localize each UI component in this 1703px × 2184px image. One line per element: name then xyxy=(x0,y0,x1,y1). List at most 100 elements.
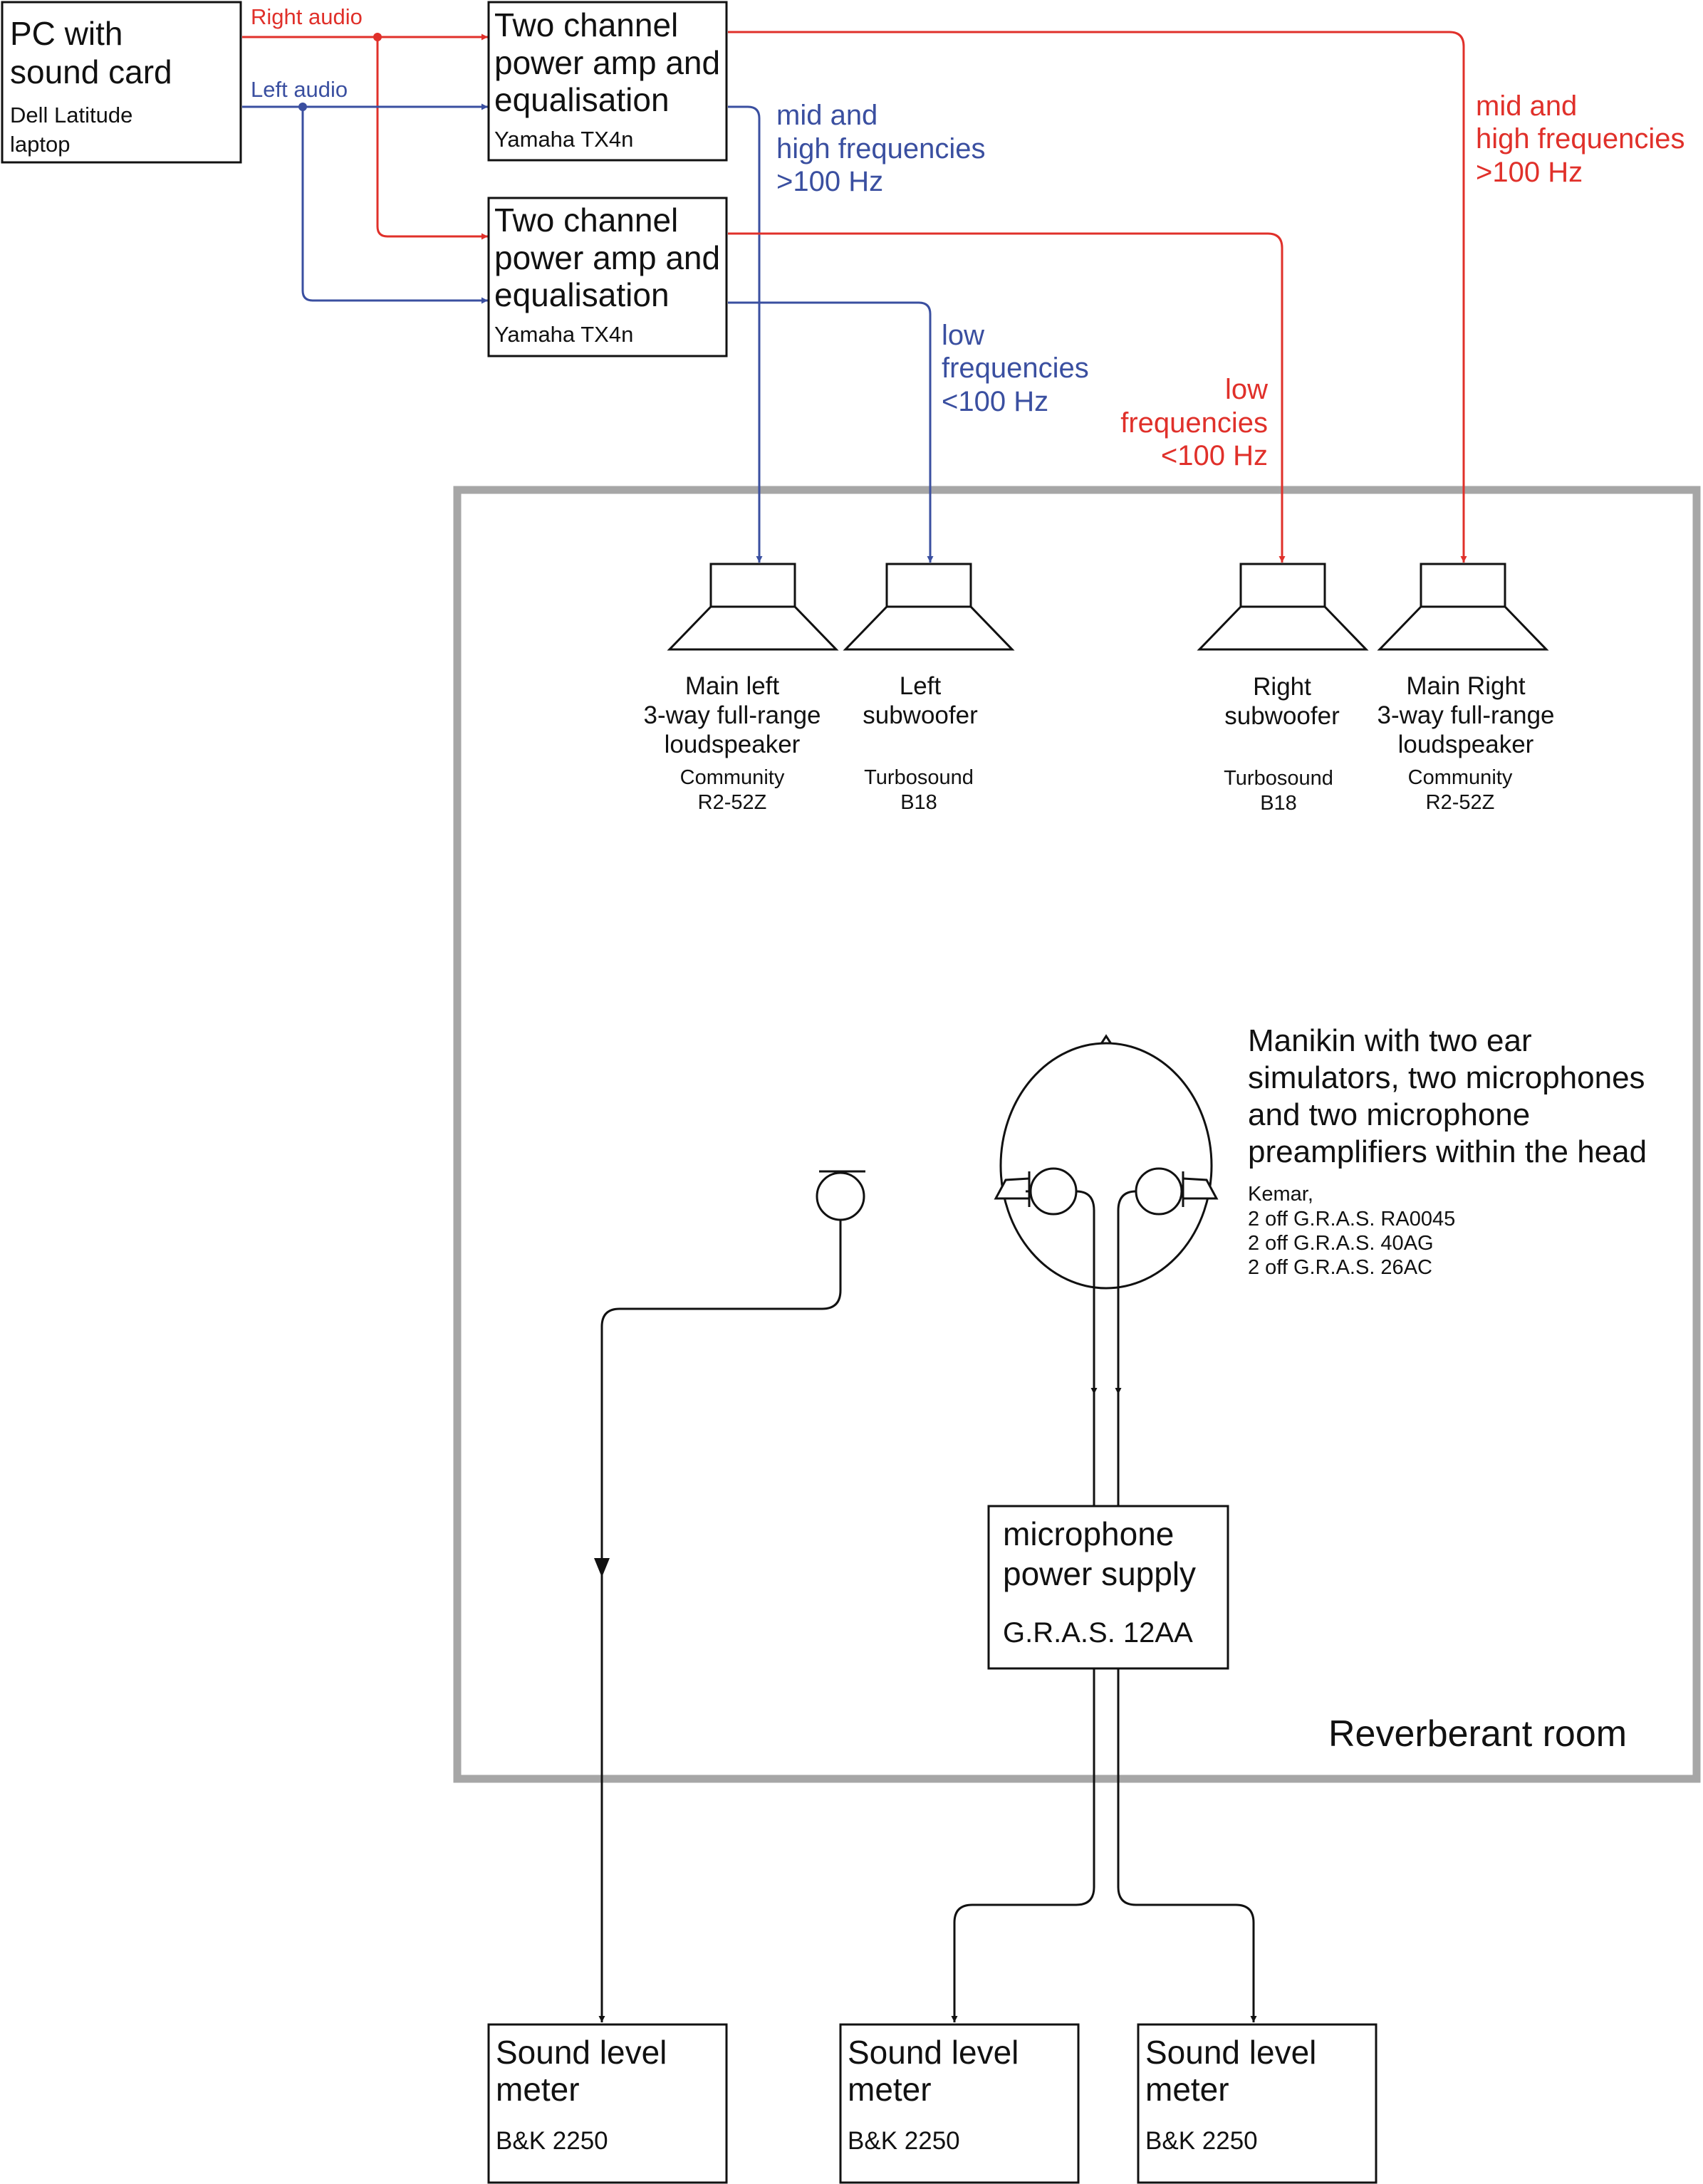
svg-text:high frequencies: high frequencies xyxy=(1476,123,1685,155)
manikin-head-icon xyxy=(994,1034,1219,1290)
blue-mid-high-label: mid and high frequencies >100 Hz xyxy=(776,100,986,197)
blue-low-label: low frequencies <100 Hz xyxy=(942,320,1089,417)
svg-text:B&K 2250: B&K 2250 xyxy=(848,2127,960,2155)
svg-text:power amp and: power amp and xyxy=(494,239,720,276)
svg-text:Sound level: Sound level xyxy=(496,2034,667,2071)
svg-text:and two microphone: and two microphone xyxy=(1248,1097,1530,1132)
svg-text:equalisation: equalisation xyxy=(494,276,670,313)
svg-text:2 off G.R.A.S. RA0045: 2 off G.R.A.S. RA0045 xyxy=(1248,1208,1455,1231)
wire-left-ear-mic-to-supply xyxy=(1076,1190,1098,1394)
svg-text:<100 Hz: <100 Hz xyxy=(1161,440,1268,471)
arrow-reference-mic-wire xyxy=(594,1558,610,1577)
sound-level-meter-2: Sound level meter B&K 2250 xyxy=(839,2023,1080,2184)
wire-amp1-to-main-right xyxy=(728,31,1467,563)
svg-text:Yamaha TX4n: Yamaha TX4n xyxy=(494,322,633,347)
svg-text:Main Right: Main Right xyxy=(1406,672,1526,700)
svg-text:Yamaha TX4n: Yamaha TX4n xyxy=(494,127,633,152)
loudspeaker-icon xyxy=(1377,563,1549,651)
svg-text:B18: B18 xyxy=(900,791,937,814)
amp1-box: Two channel power amp and equalisation Y… xyxy=(487,1,728,162)
amp2-box: Two channel power amp and equalisation Y… xyxy=(487,197,728,357)
svg-text:sound card: sound card xyxy=(10,53,172,90)
svg-text:low: low xyxy=(942,320,984,351)
svg-text:meter: meter xyxy=(496,2071,580,2108)
left-audio-label: Left audio xyxy=(251,77,348,102)
wire-amp2-to-left-subwoofer xyxy=(728,301,934,563)
svg-text:meter: meter xyxy=(848,2071,932,2108)
wire-right-ear-mic-to-supply xyxy=(1115,1190,1137,1394)
svg-text:Two channel: Two channel xyxy=(494,6,678,43)
svg-text:Main left: Main left xyxy=(685,672,780,700)
svg-text:B&K 2250: B&K 2250 xyxy=(496,2127,608,2155)
pc-box: PC with sound card Dell Latitude laptop xyxy=(1,1,242,164)
svg-text:low: low xyxy=(1225,374,1268,405)
svg-text:R2-52Z: R2-52Z xyxy=(698,791,767,814)
speaker-main-right: Main Right 3-way full-range loudspeaker … xyxy=(1377,563,1555,814)
svg-text:high frequencies: high frequencies xyxy=(776,133,986,164)
svg-text:power amp and: power amp and xyxy=(494,44,720,81)
svg-text:laptop: laptop xyxy=(10,132,70,157)
svg-text:Two channel: Two channel xyxy=(494,202,678,239)
svg-text:equalisation: equalisation xyxy=(494,81,670,118)
svg-text:mid and: mid and xyxy=(776,100,877,131)
svg-text:PC with: PC with xyxy=(10,15,123,52)
mic-power-supply-box: microphone power supply G.R.A.S. 12AA xyxy=(987,1505,1229,1670)
svg-text:subwoofer: subwoofer xyxy=(863,701,978,729)
right-ear-microphone-icon xyxy=(1135,1167,1183,1216)
svg-text:R2-52Z: R2-52Z xyxy=(1426,791,1495,814)
left-ear-microphone-icon xyxy=(1029,1167,1078,1216)
sound-level-meter-3: Sound level meter B&K 2250 xyxy=(1137,2023,1377,2184)
svg-text:<100 Hz: <100 Hz xyxy=(942,386,1048,417)
svg-text:Right: Right xyxy=(1253,673,1311,701)
svg-text:>100 Hz: >100 Hz xyxy=(776,166,883,197)
svg-text:2 off G.R.A.S. 26AC: 2 off G.R.A.S. 26AC xyxy=(1248,1256,1432,1279)
speaker-left-subwoofer: Left subwoofer Turbosound B18 xyxy=(843,563,1015,814)
svg-text:simulators, two microphones: simulators, two microphones xyxy=(1248,1060,1645,1095)
svg-text:Sound level: Sound level xyxy=(848,2034,1019,2071)
svg-text:3-way full-range: 3-way full-range xyxy=(1377,701,1555,729)
wire-right-audio-amp2 xyxy=(376,37,488,240)
svg-text:Manikin with two ear: Manikin with two ear xyxy=(1248,1023,1532,1058)
svg-text:Turbosound: Turbosound xyxy=(1224,767,1333,790)
svg-text:loudspeaker: loudspeaker xyxy=(665,731,801,758)
wire-supply-to-meter2 xyxy=(951,1668,1095,2022)
svg-text:frequencies: frequencies xyxy=(942,352,1089,384)
svg-text:B18: B18 xyxy=(1260,792,1297,815)
red-low-label: low frequencies <100 Hz xyxy=(1120,374,1268,471)
wire-reference-mic-to-meter1 xyxy=(598,1220,842,2022)
loudspeaker-icon xyxy=(1197,563,1369,651)
wire-amp1-to-main-left xyxy=(728,105,763,563)
svg-text:meter: meter xyxy=(1145,2071,1229,2108)
junction-right-audio xyxy=(373,33,382,41)
wire-amp2-to-right-subwoofer xyxy=(728,232,1286,563)
reverberant-room-border xyxy=(453,486,1701,1783)
svg-text:Dell Latitude: Dell Latitude xyxy=(10,103,132,127)
sound-level-meter-1: Sound level meter B&K 2250 xyxy=(487,2023,728,2184)
loudspeaker-icon xyxy=(667,563,839,651)
wire-left-audio-amp2 xyxy=(301,107,488,304)
svg-text:power supply: power supply xyxy=(1003,1555,1196,1592)
svg-text:mid and: mid and xyxy=(1476,90,1577,122)
svg-text:B&K 2250: B&K 2250 xyxy=(1145,2127,1258,2155)
svg-text:Turbosound: Turbosound xyxy=(864,766,974,789)
svg-text:Community: Community xyxy=(680,766,785,789)
speaker-right-subwoofer: Right subwoofer Turbosound B18 xyxy=(1197,563,1369,815)
svg-text:Left: Left xyxy=(900,672,942,700)
speaker-main-left: Main left 3-way full-range loudspeaker C… xyxy=(644,563,839,814)
wire-supply-to-meter3 xyxy=(1117,1668,1257,2022)
junction-left-audio xyxy=(298,103,307,111)
svg-text:frequencies: frequencies xyxy=(1120,407,1268,439)
room-label: Reverberant room xyxy=(1328,1713,1627,1755)
manikin-description: Manikin with two ear simulators, two mic… xyxy=(1248,1023,1647,1279)
svg-text:subwoofer: subwoofer xyxy=(1224,702,1340,730)
svg-text:3-way full-range: 3-way full-range xyxy=(644,701,821,729)
svg-text:loudspeaker: loudspeaker xyxy=(1398,731,1534,758)
loudspeaker-icon xyxy=(843,563,1015,651)
svg-text:microphone: microphone xyxy=(1003,1515,1174,1552)
right-audio-label: Right audio xyxy=(251,4,363,29)
svg-text:G.R.A.S. 12AA: G.R.A.S. 12AA xyxy=(1003,1617,1193,1649)
svg-text:Community: Community xyxy=(1408,766,1513,789)
svg-text:2 off G.R.A.S. 40AG: 2 off G.R.A.S. 40AG xyxy=(1248,1232,1434,1255)
svg-text:Sound level: Sound level xyxy=(1145,2034,1316,2071)
